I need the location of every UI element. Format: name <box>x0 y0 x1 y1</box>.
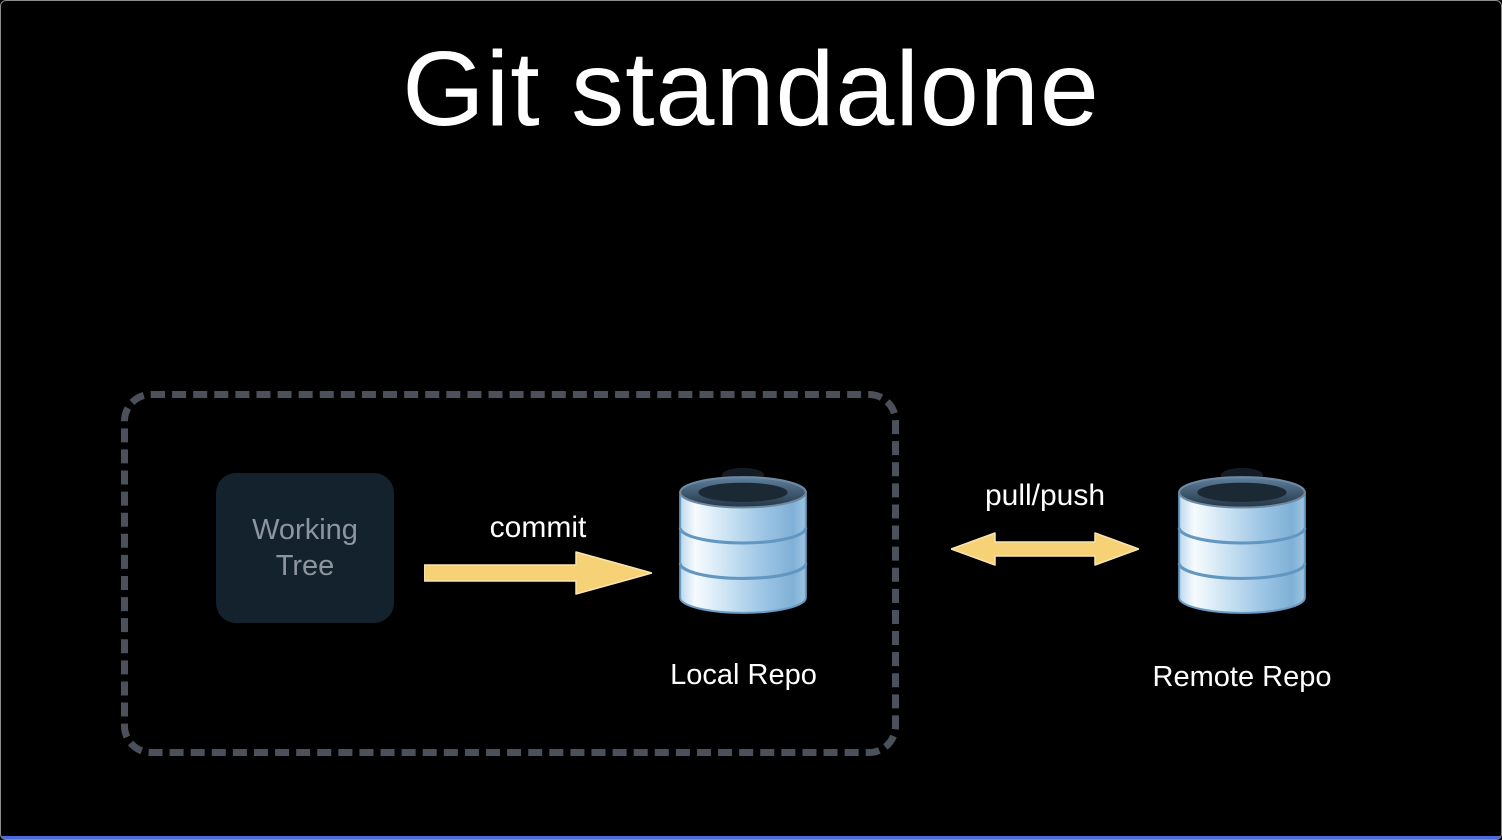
remote-repo-label: Remote Repo <box>1152 661 1332 693</box>
local-repo-label: Local Repo <box>670 659 817 691</box>
pull-push-label: pull/push <box>984 479 1106 512</box>
pull-push-double-arrow-icon <box>951 532 1139 566</box>
standalone-boundary-box <box>121 391 899 756</box>
commit-label: commit <box>489 511 587 544</box>
page-title: Git standalone <box>402 30 1100 148</box>
working-tree-label: Working Tree <box>252 513 358 582</box>
bottom-edge-line <box>1 836 1501 839</box>
local-repo-database-icon <box>678 468 808 614</box>
working-tree-node: Working Tree <box>216 473 394 623</box>
remote-repo-database-icon <box>1177 468 1307 614</box>
commit-arrow-icon <box>424 551 652 595</box>
